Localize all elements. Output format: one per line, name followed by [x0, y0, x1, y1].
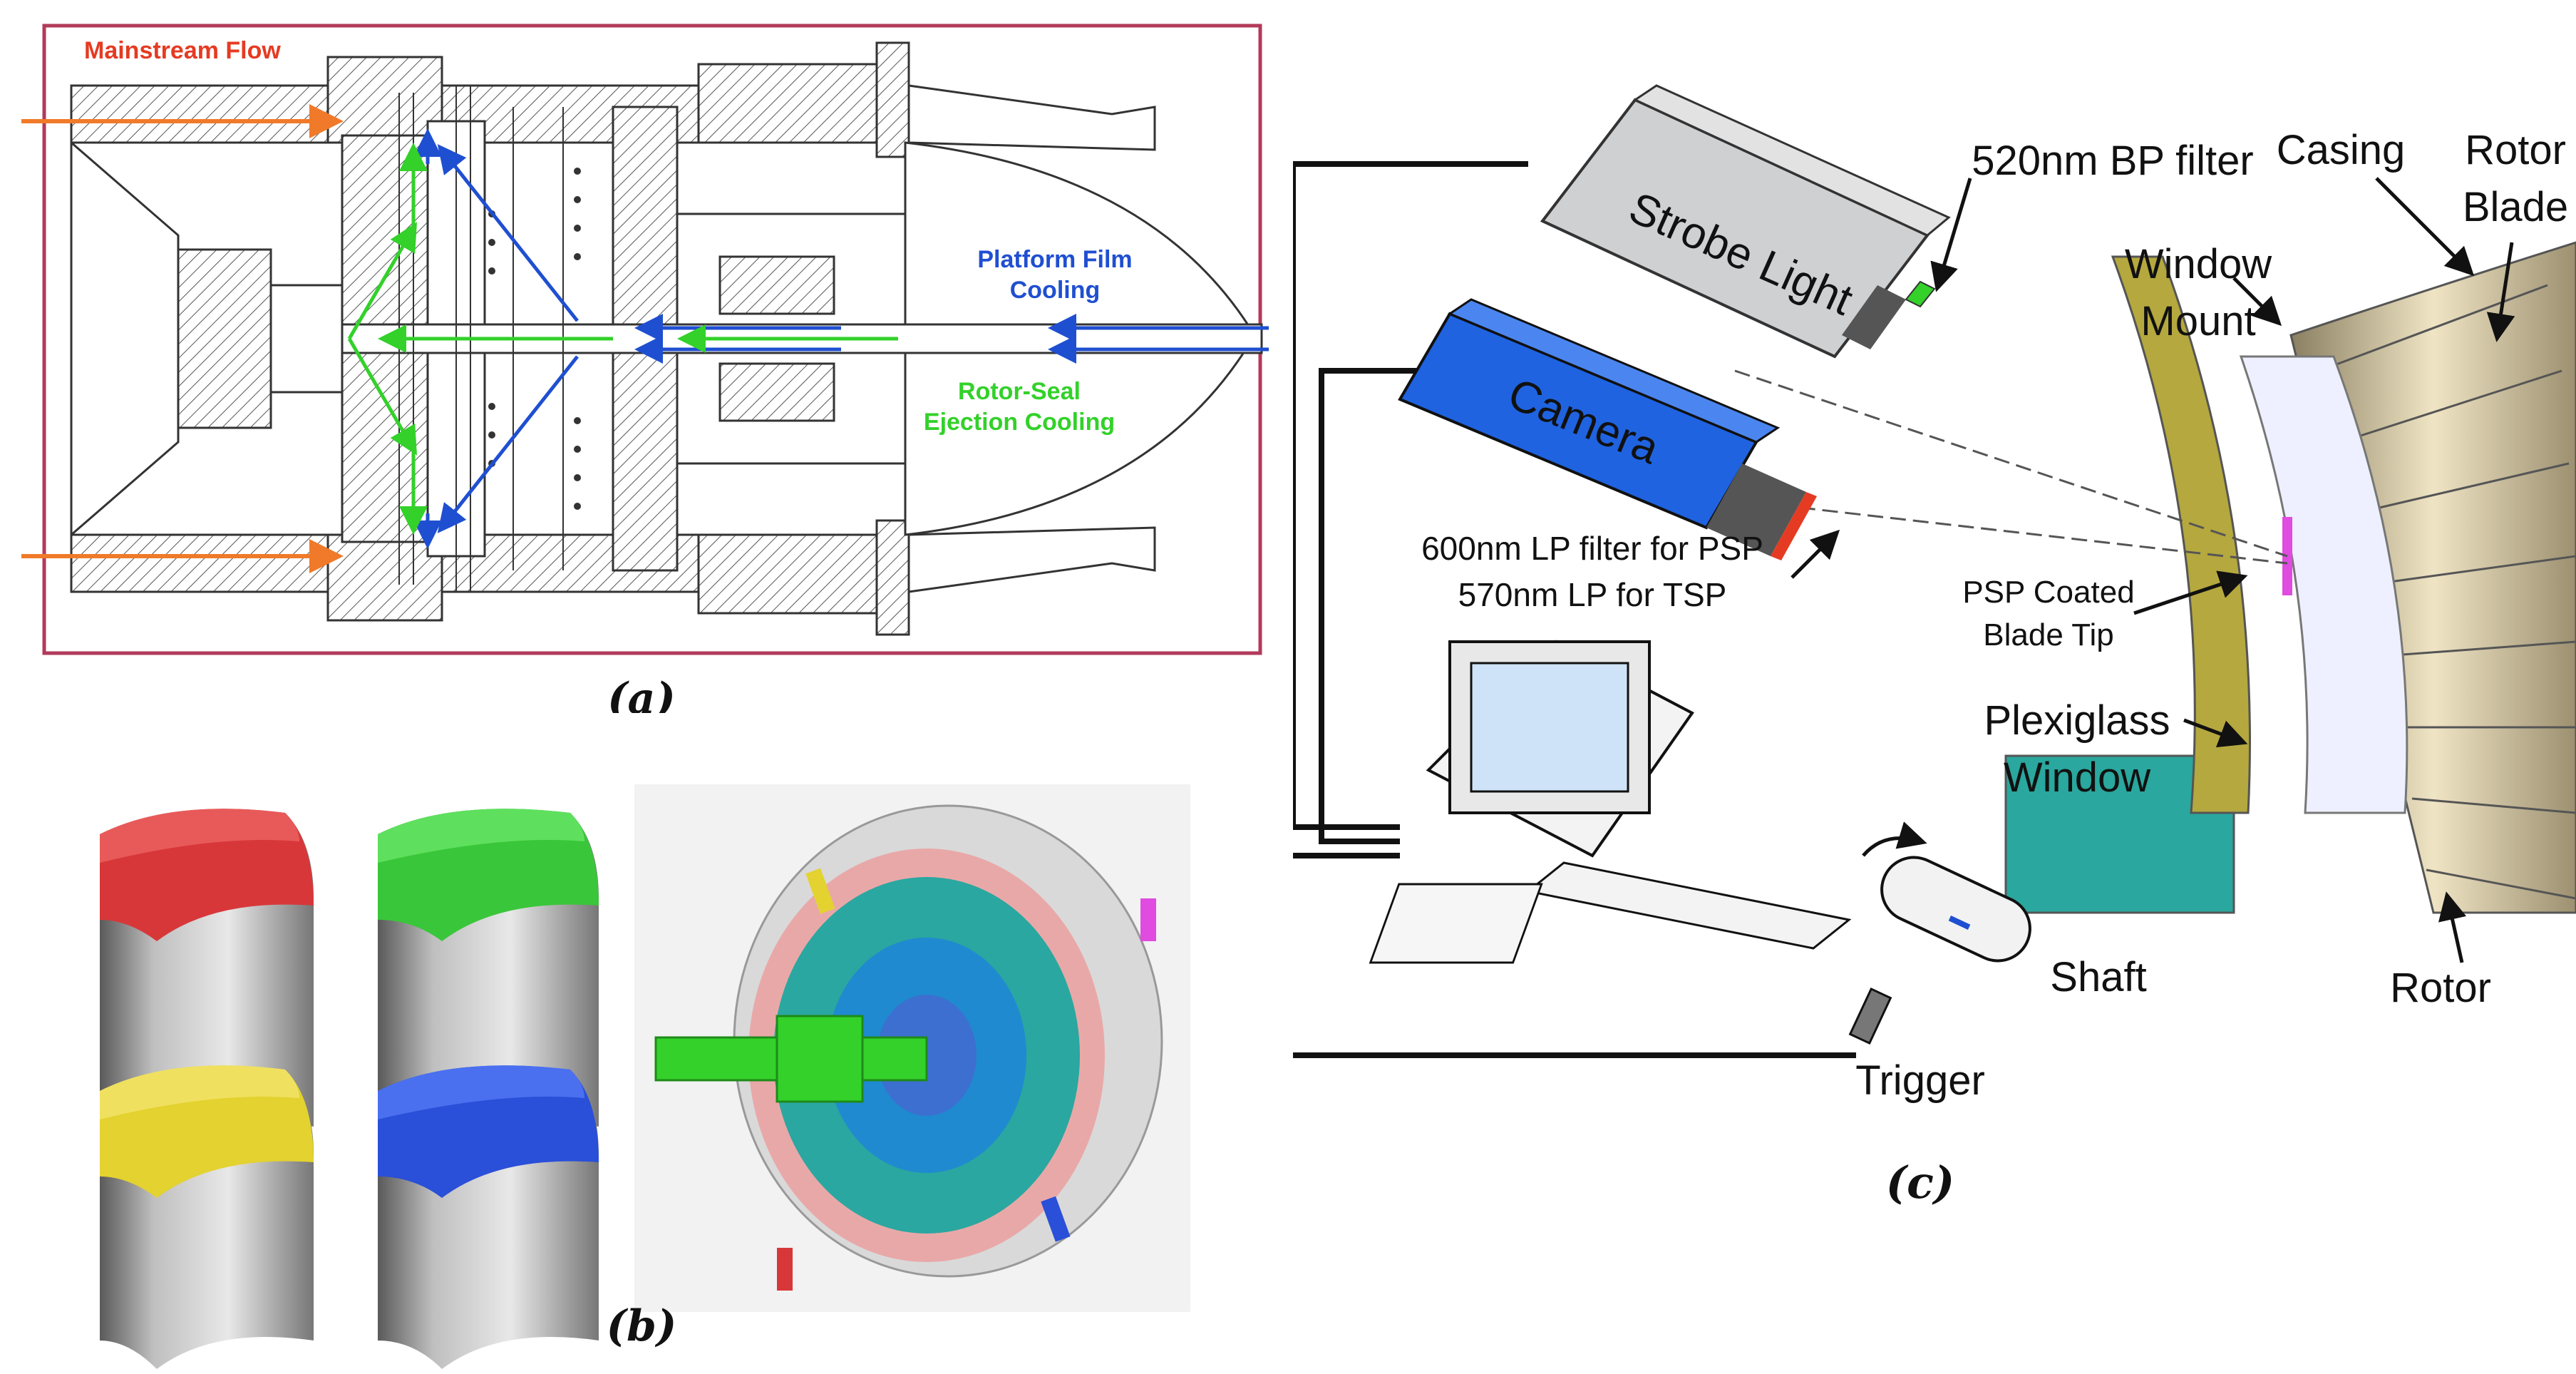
label-psp-coated-1: PSP Coated: [1962, 575, 2134, 610]
label-rotor-seal-2: Ejection Cooling: [924, 409, 1115, 436]
caption-a: (a): [607, 674, 676, 713]
blade-sample-yellow: [100, 1065, 314, 1369]
shaft: [1880, 856, 2031, 963]
label-shaft: Shaft: [2050, 954, 2146, 1000]
label-platform-film-cooling-1: Platform Film: [977, 246, 1132, 273]
label-casing: Casing: [2277, 127, 2406, 173]
strobe-light: [1540, 84, 1951, 359]
caption-c: (c): [1886, 1157, 1954, 1209]
pointer-arrows: [1791, 177, 2515, 963]
label-plexiglass-2: Window: [2004, 754, 2151, 801]
label-rotor-seal-1: Rotor-Seal: [958, 378, 1081, 405]
label-rotor: Rotor: [2390, 965, 2491, 1011]
caption-b: (b): [607, 1301, 677, 1351]
window-mount: [2111, 255, 2251, 814]
label-plexiglass-1: Plexiglass: [1984, 697, 2170, 744]
label-lp-filter-2: 570nm LP for TSP: [1458, 576, 1727, 613]
measurement-setup-diagram: Strobe Light Camera 520nm BP filter Casi…: [1293, 84, 2576, 1209]
label-window-mount-1: Window: [2125, 241, 2272, 287]
label-trigger: Trigger: [1855, 1057, 1985, 1104]
panel-b: (b): [0, 756, 1283, 1374]
label-lp-filter-1: 600nm LP filter for PSP: [1421, 530, 1763, 567]
label-520nm-bp-filter: 520nm BP filter: [1972, 138, 2253, 184]
label-rotor-blade-1: Rotor: [2465, 127, 2566, 173]
blade-sample-blue: [378, 1065, 599, 1369]
computer: [1369, 640, 1852, 964]
label-mainstream-flow: Mainstream Flow: [84, 37, 281, 64]
trigger-sensor: [1848, 987, 1892, 1045]
label-platform-film-cooling-2: Cooling: [1010, 277, 1101, 304]
cross-section-diagram: Mainstream Flow Platform Film Cooling Ro…: [21, 24, 1269, 713]
label-psp-coated-2: Blade Tip: [1983, 617, 2113, 652]
plexiglass-window: [2239, 355, 2408, 814]
platform-flow-arrows: [413, 128, 1269, 549]
rotor-seal-flow-arrows: [347, 143, 898, 535]
label-rotor-blade-2: Blade: [2463, 184, 2568, 230]
shaft-rotation-arrow: [1862, 821, 1927, 857]
blade-and-rotor-images: (b): [100, 784, 1190, 1369]
rotor-blades: [2289, 241, 2576, 914]
panel-a: Mainstream Flow Platform Film Cooling Ro…: [0, 0, 1283, 713]
panel-c: Strobe Light Camera 520nm BP filter Casi…: [1293, 0, 2576, 1374]
label-window-mount-2: Mount: [2140, 298, 2255, 344]
signal-cables: [1293, 161, 1856, 1058]
rotor-disk-image: [634, 784, 1190, 1312]
camera-device: [1398, 298, 1817, 560]
